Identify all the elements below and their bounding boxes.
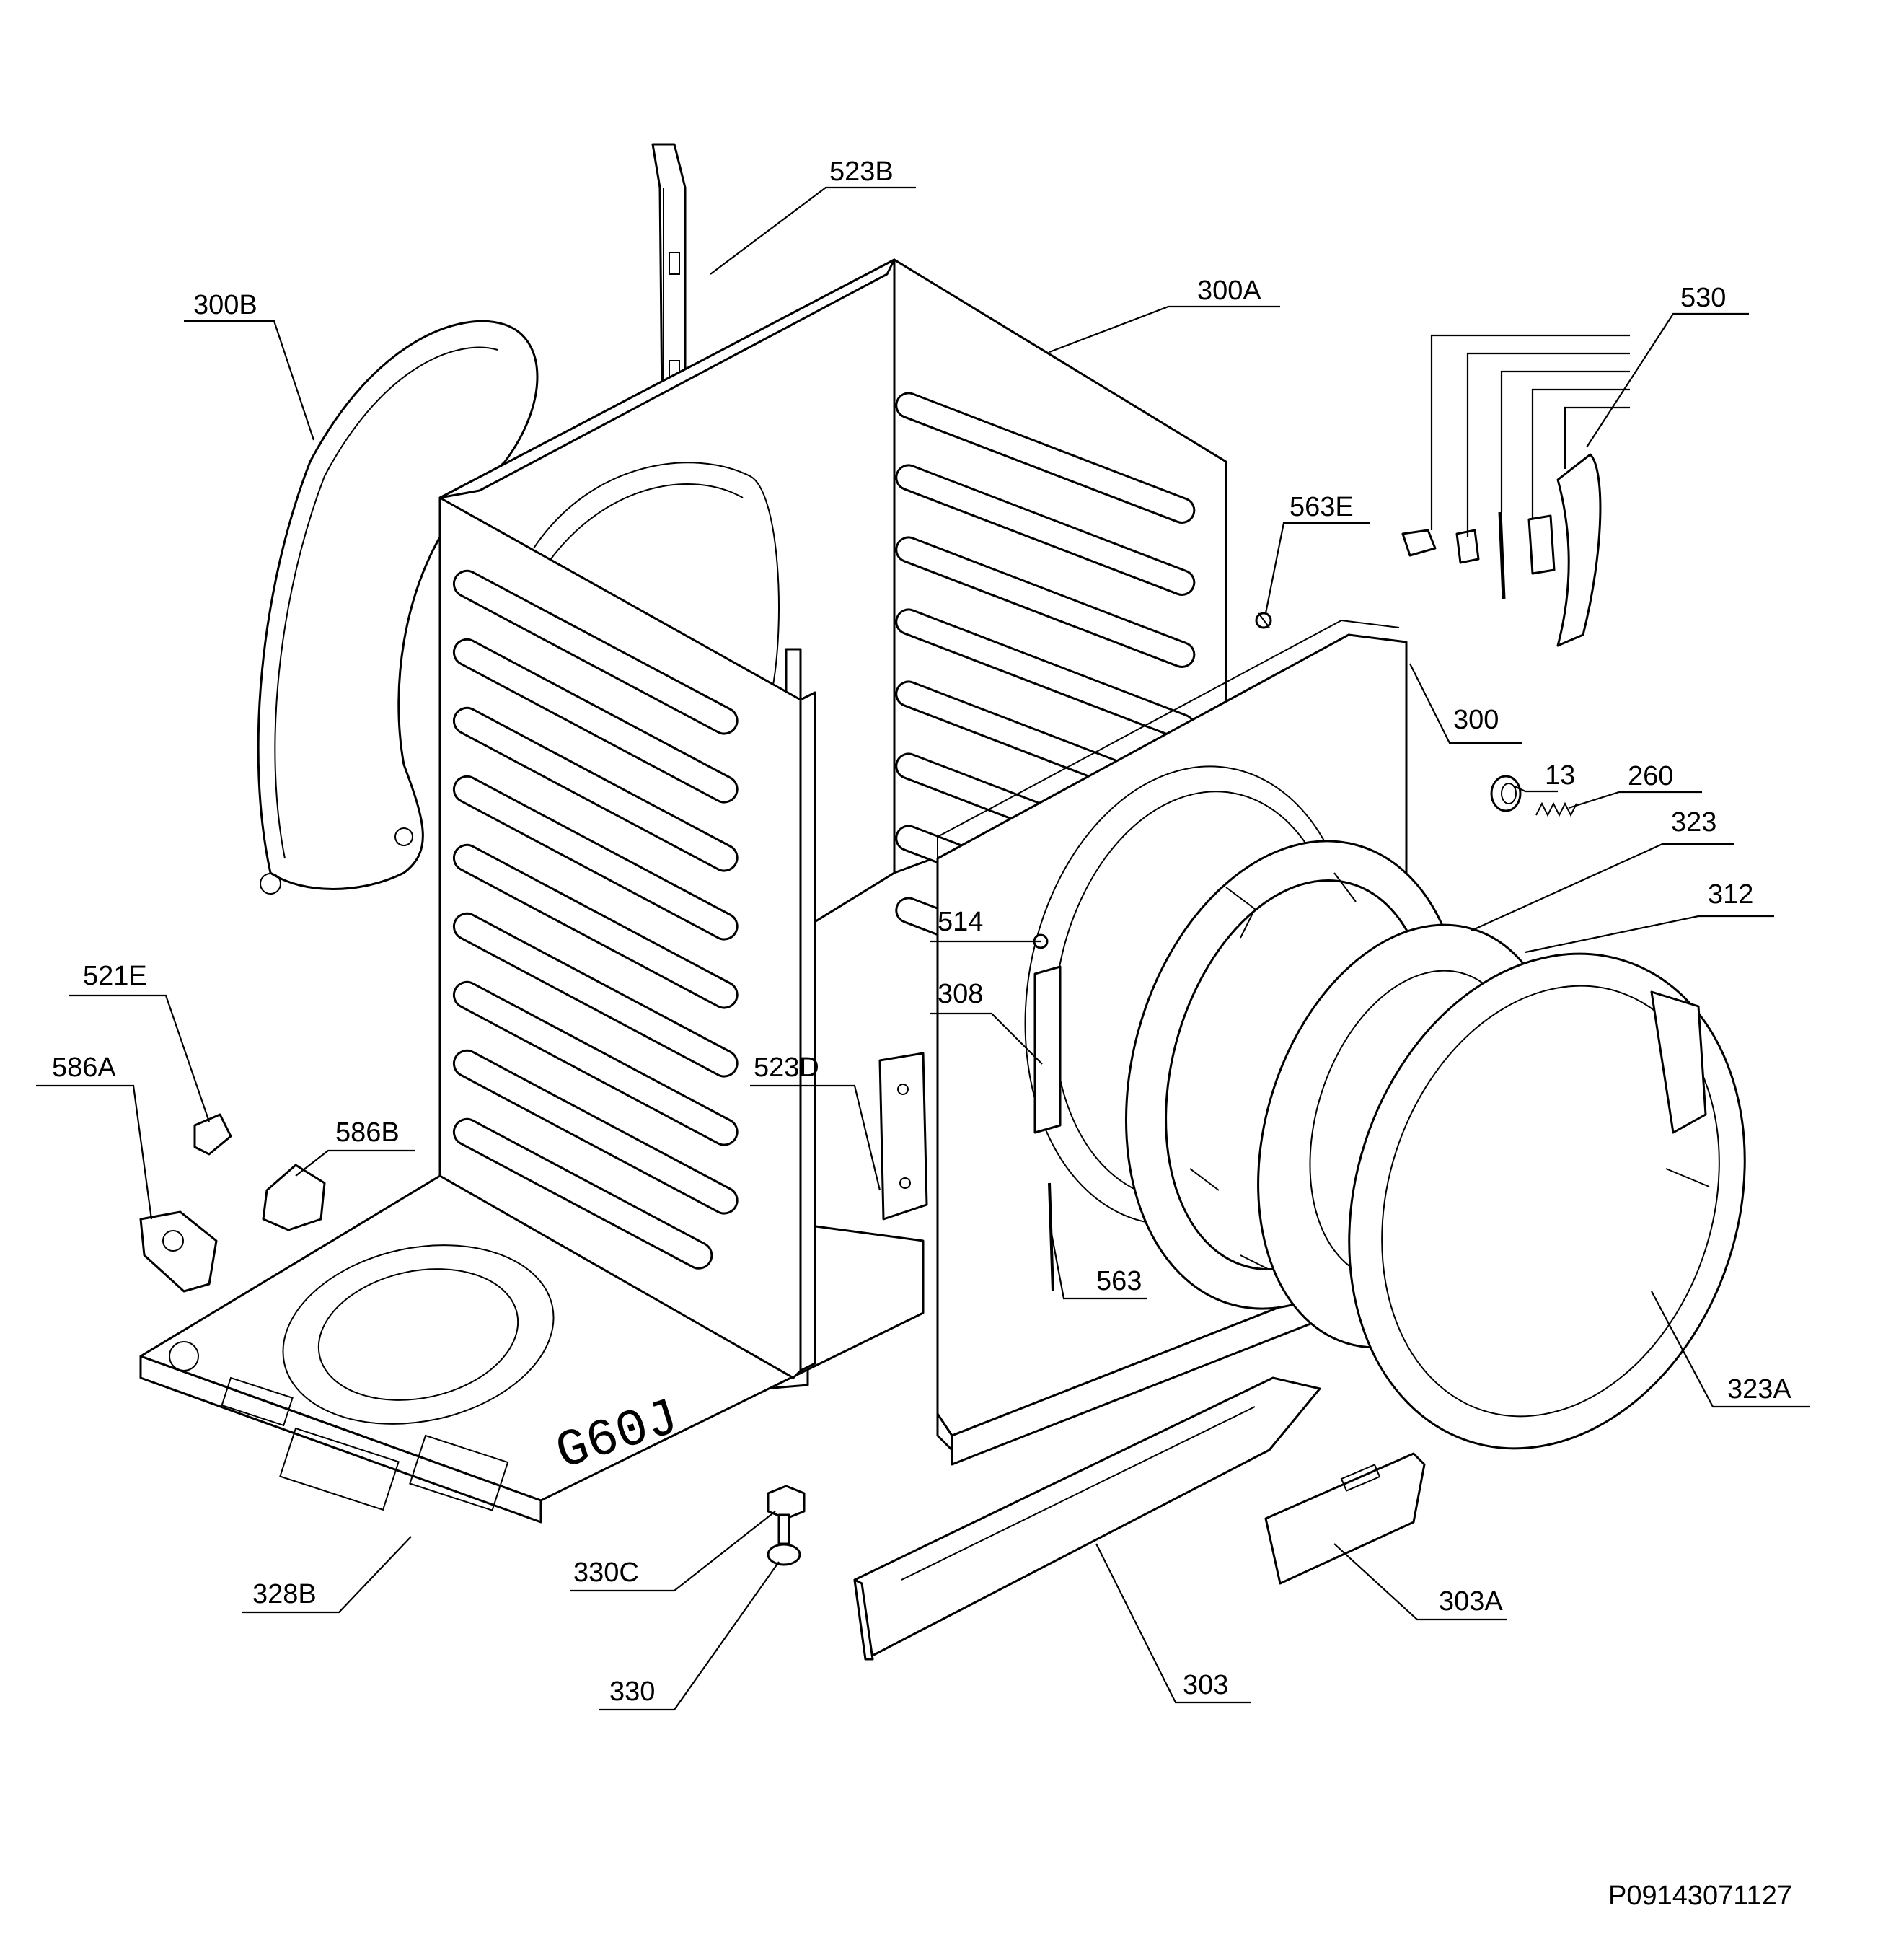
clip-586b [262, 1164, 326, 1231]
label-530: 530 [1680, 283, 1726, 313]
spring-260 [1535, 801, 1577, 817]
label-300b: 300B [193, 290, 257, 320]
leader-lines [36, 186, 1810, 1711]
label-323a: 323A [1727, 1374, 1791, 1405]
rear-gasket-300b [257, 320, 539, 895]
label-330c: 330C [573, 1557, 639, 1588]
label-323: 323 [1671, 807, 1716, 838]
label-523d: 523D [754, 1052, 819, 1083]
callout-labels: 523B 300B 300A 530 563E 300 13 260 323 3… [52, 157, 1791, 1707]
label-514: 514 [938, 907, 983, 937]
label-300: 300 [1453, 705, 1499, 735]
label-303a: 303A [1439, 1586, 1503, 1617]
label-13: 13 [1545, 760, 1575, 791]
screw-563e [1255, 612, 1272, 629]
label-308: 308 [938, 979, 983, 1009]
left-side-panel [438, 496, 816, 1379]
door-lock-530 [1401, 453, 1602, 647]
nut-330c [767, 1485, 806, 1520]
outer-door-323a [1348, 952, 1746, 1450]
rod-563 [1048, 1182, 1054, 1292]
label-586a: 586A [52, 1052, 116, 1083]
label-260: 260 [1628, 761, 1673, 791]
service-flap-303a [1264, 1452, 1426, 1585]
label-303: 303 [1183, 1670, 1228, 1700]
foot-330 [767, 1513, 801, 1566]
clip-586a [139, 1210, 218, 1293]
clip-521e [193, 1113, 232, 1156]
drawing-code: P09143071127 [1608, 1881, 1792, 1911]
label-328b: 328B [252, 1579, 317, 1609]
kick-panel-303 [853, 1376, 1321, 1661]
label-312: 312 [1708, 879, 1753, 910]
label-586b: 586B [335, 1117, 400, 1148]
pin-13 [1490, 775, 1522, 812]
label-521e: 521E [83, 961, 147, 991]
label-563: 563 [1096, 1266, 1142, 1296]
bracket-308 [1033, 965, 1062, 1134]
bracket-523d [878, 1052, 928, 1221]
label-563e: 563E [1290, 492, 1354, 522]
label-523b: 523B [829, 157, 894, 187]
label-300a: 300A [1197, 276, 1261, 306]
label-330: 330 [609, 1676, 655, 1707]
